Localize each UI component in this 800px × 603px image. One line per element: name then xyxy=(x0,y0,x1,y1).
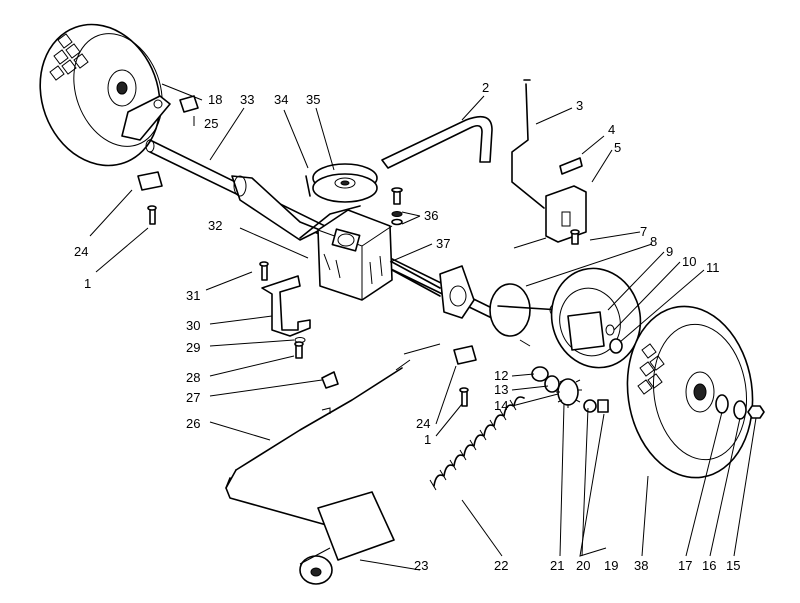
callout-29: 29 xyxy=(186,340,200,355)
mounting-bracket xyxy=(259,261,311,337)
callout-10: 10 xyxy=(682,254,696,269)
callout-7: 7 xyxy=(640,224,647,239)
callout-24-right: 24 xyxy=(416,416,430,431)
handle-grip xyxy=(299,491,395,585)
callout-5: 5 xyxy=(614,140,621,155)
callout-12: 12 xyxy=(494,368,508,383)
callout-23: 23 xyxy=(414,558,428,573)
callout-24-left: 24 xyxy=(74,244,88,259)
callout-25: 25 xyxy=(204,116,218,131)
right-wheel xyxy=(626,305,754,479)
callout-30: 30 xyxy=(186,318,200,333)
callout-32: 32 xyxy=(208,218,222,233)
bolt-washers xyxy=(391,187,403,226)
left-wheel xyxy=(39,23,163,167)
callout-22: 22 xyxy=(494,558,508,573)
callout-27: 27 xyxy=(186,390,200,405)
callout-36: 36 xyxy=(424,208,438,223)
callout-14: 14 xyxy=(494,398,508,413)
right-wheel-tread xyxy=(637,343,665,395)
callout-9: 9 xyxy=(666,244,673,259)
control-bracket xyxy=(545,157,587,243)
callout-labels: 18 25 33 34 35 2 3 4 5 36 37 32 31 30 29… xyxy=(74,80,740,573)
control-rod xyxy=(511,79,545,209)
wheel-bracket xyxy=(121,95,171,141)
bumper-cap xyxy=(179,95,199,113)
small-washers xyxy=(605,324,623,354)
callout-20: 20 xyxy=(576,558,590,573)
callout-19: 19 xyxy=(604,558,618,573)
callout-17: 17 xyxy=(678,558,692,573)
callout-18: 18 xyxy=(208,92,222,107)
wheel-hub-plate xyxy=(489,283,561,337)
callout-28: 28 xyxy=(186,370,200,385)
bracket-screw xyxy=(570,229,580,245)
bracket-washers xyxy=(294,337,306,359)
left-axle-clip xyxy=(137,171,163,225)
left-wheel-tread xyxy=(49,33,89,81)
right-axle-bracket xyxy=(439,265,475,319)
callout-21: 21 xyxy=(550,558,564,573)
callout-13: 13 xyxy=(494,382,508,397)
callout-37: 37 xyxy=(436,236,450,251)
pulley xyxy=(312,163,378,203)
callout-1-left: 1 xyxy=(84,276,91,291)
callout-4: 4 xyxy=(608,122,615,137)
spring xyxy=(429,396,525,491)
transmission-housing xyxy=(299,205,393,301)
rod-clip xyxy=(321,371,339,389)
leader-lines xyxy=(89,83,757,571)
shift-rod xyxy=(225,367,403,541)
pinion-gear xyxy=(531,366,609,413)
callout-2: 2 xyxy=(482,80,489,95)
output-shaft xyxy=(391,261,441,297)
callout-34: 34 xyxy=(274,92,288,107)
callout-26: 26 xyxy=(186,416,200,431)
callout-33: 33 xyxy=(240,92,254,107)
right-axle-clip xyxy=(453,345,477,407)
callout-16: 16 xyxy=(702,558,716,573)
callout-1-right: 1 xyxy=(424,432,431,447)
callout-11: 11 xyxy=(706,260,720,275)
axle-sleeve xyxy=(231,175,321,241)
callout-15: 15 xyxy=(726,558,740,573)
drive-belt xyxy=(381,115,493,169)
callout-8: 8 xyxy=(650,234,657,249)
callout-38: 38 xyxy=(634,558,648,573)
callout-35: 35 xyxy=(306,92,320,107)
callout-3: 3 xyxy=(576,98,583,113)
callout-31: 31 xyxy=(186,288,200,303)
key xyxy=(305,175,311,197)
